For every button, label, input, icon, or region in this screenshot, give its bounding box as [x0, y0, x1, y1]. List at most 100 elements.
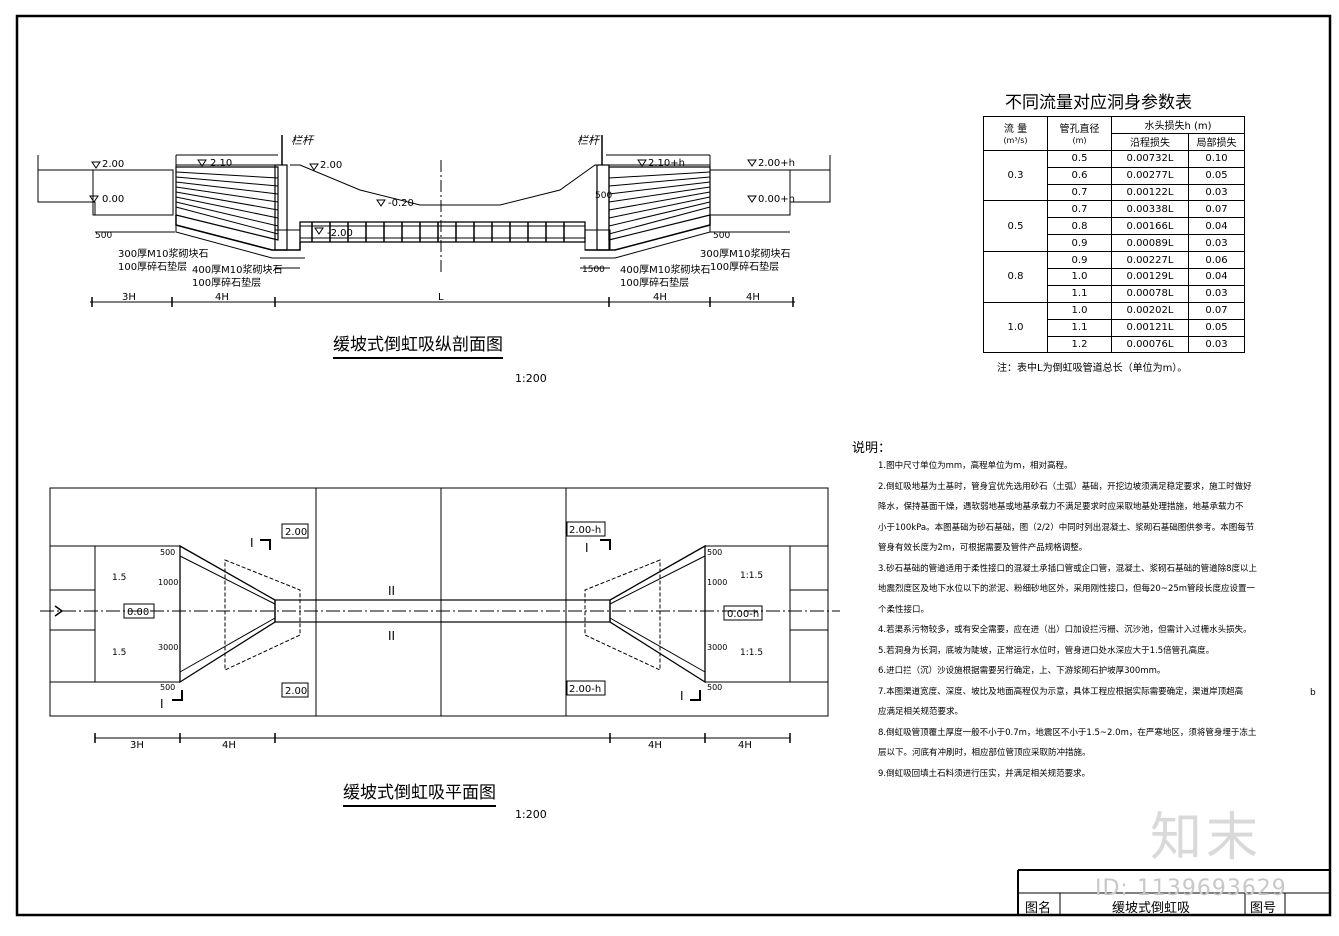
- section-i-bottom-left: I: [160, 697, 164, 711]
- table-title: 不同流量对应洞身参数表: [1005, 93, 1192, 113]
- plan-title: 缓坡式倒虹吸平面图: [343, 778, 496, 807]
- dim-500-left: 500: [95, 231, 112, 241]
- cell-flow: 0.8: [983, 251, 1048, 303]
- plan-elev-0-00: 0.00: [127, 607, 149, 618]
- note-line: 1.图中尺寸单位为mm，高程单位为m，相对高程。: [878, 461, 1073, 471]
- note-line: 5.若洞身为长洞，底坡为陡坡，正常运行水位时，管身进口处水深应大于1.5倍管孔高…: [878, 645, 1215, 656]
- note-line: 8.倒虹吸管顶覆土厚度一般不小于0.7m，地震区不小于1.5~2.0m，在严寒地…: [878, 727, 1257, 738]
- cell-flow: 0.5: [983, 200, 1048, 253]
- cell-local-loss: 0.07: [1188, 200, 1245, 219]
- notes-heading: 说明：: [852, 441, 892, 456]
- plan-scale: 1:200: [515, 808, 547, 821]
- dim-l-section: L: [438, 292, 444, 303]
- plan-dim-1-5-bottom: 1.5: [112, 648, 126, 658]
- note-line: 9.倒虹吸回填土石料须进行压实，并满足相关规范要求。: [878, 768, 1091, 779]
- plan-dim-3h: 3H: [130, 740, 144, 751]
- section-ii-bottom: II: [388, 629, 395, 643]
- longitudinal-section: [37, 135, 831, 307]
- plan-dim-1-1-5-top: 1:1.5: [740, 571, 763, 581]
- dim-500-mid: 500: [595, 191, 612, 201]
- cell-along-loss: 0.00078L: [1111, 284, 1189, 303]
- mat-300-left: 300厚M10浆砌块石: [118, 247, 208, 260]
- watermark-id: ID: 1139693629: [1095, 876, 1287, 901]
- cell-diameter: 0.7: [1047, 183, 1112, 202]
- note-line: 7.本图渠道宽度、深度、坡比及地面高程仅为示意，具体工程应根据实际需要确定，渠道…: [878, 686, 1244, 697]
- elev-2-10h: 2.10+h: [648, 158, 685, 169]
- cell-local-loss: 0.10: [1188, 149, 1245, 168]
- note-line: 小于100kPa。本图基础为砂石基础，图（2/2）中同时列出混凝土、浆砌石基础图…: [878, 522, 1255, 533]
- plan-elev-2-00h-top: 2.00-h: [569, 525, 601, 536]
- cell-diameter: 1.2: [1047, 335, 1112, 354]
- note-line: 层以下。河底有冲刷时，相应部位管顶应采取防冲措施。: [878, 748, 1091, 758]
- cell-diameter: 1.0: [1047, 301, 1112, 320]
- plan-dim-1-1-5-bottom: 1:1.5: [740, 648, 763, 658]
- section-text: 栏杆 栏杆 2.00 2.10 2.00 -0.20 -2.00 2.10+h …: [95, 134, 795, 303]
- title-block-name-label: 图名: [1025, 901, 1052, 916]
- header-diameter: 管孔直径(m): [1047, 116, 1112, 151]
- cell-local-loss: 0.04: [1188, 268, 1245, 286]
- note-line: 3.砂石基础的管道适用于柔性接口的混凝土承插口管或企口管，混凝土、浆砌石基础的管…: [878, 563, 1258, 574]
- plan-dim-500-tr: 500: [707, 548, 722, 557]
- notes-list: 1.图中尺寸单位为mm，高程单位为m，相对高程。 2.倒虹吸地基为土基时，管身宜优…: [878, 456, 1308, 784]
- cell-diameter: 1.1: [1047, 284, 1112, 303]
- cell-flow: 1.0: [983, 301, 1048, 354]
- cell-local-loss: 0.03: [1188, 183, 1245, 202]
- dim-4h-section-right: 4H: [653, 292, 667, 303]
- title-block-number-label: 图号: [1250, 901, 1277, 916]
- railing-left-label: 栏杆: [291, 134, 315, 147]
- railing-right-label: 栏杆: [577, 134, 601, 147]
- plan-elev-2-00-bottom: 2.00: [285, 686, 307, 697]
- side-mark: b: [1310, 688, 1316, 698]
- cell-along-loss: 0.00227L: [1111, 251, 1189, 270]
- mat-100-right: 100厚碎石垫层: [710, 260, 779, 273]
- title-block: [1017, 869, 1330, 915]
- note-line: 2.倒虹吸地基为土基时，管身宜优先选用砂石（土弧）基础，开挖边坡须满足稳定要求，…: [878, 481, 1252, 492]
- mat-100b-right: 100厚碎石垫层: [620, 276, 689, 289]
- plan-dim-3000-left: 3000: [158, 643, 178, 652]
- mat-100-left: 100厚碎石垫层: [118, 260, 187, 273]
- cell-along-loss: 0.00732L: [1111, 149, 1189, 168]
- section-i-top-right: I: [585, 541, 589, 555]
- header-along-loss: 沿程损失: [1111, 132, 1189, 151]
- dim-3h-section: 3H: [122, 292, 136, 303]
- plan-dim-500-tl: 500: [160, 548, 175, 557]
- note-line: 管身有效长度为2m，可根据需要及管件产品规格调整。: [878, 543, 1088, 553]
- cell-flow: 0.3: [983, 149, 1048, 202]
- elev-2-00h: 2.00+h: [758, 158, 795, 169]
- cell-local-loss: 0.03: [1188, 234, 1245, 253]
- section-ii-top: II: [388, 584, 395, 598]
- cell-diameter: 0.9: [1047, 251, 1112, 270]
- cell-diameter: 0.5: [1047, 149, 1112, 168]
- mat-400-left: 400厚M10浆砌块石: [192, 263, 282, 276]
- note-line: 应满足相关规范要求。: [878, 707, 964, 717]
- section-i-bottom-right: I: [680, 689, 684, 703]
- cell-along-loss: 0.00338L: [1111, 200, 1189, 219]
- mat-400-right: 400厚M10浆砌块石: [620, 263, 710, 276]
- cell-along-loss: 0.00089L: [1111, 234, 1189, 253]
- section-i-top-left: I: [250, 536, 254, 550]
- cell-local-loss: 0.05: [1188, 318, 1245, 337]
- plan-text: 2.00 2.00 0.00 2.00-h 2.00-h 0.00-h I I …: [112, 525, 763, 751]
- header-flow: 流 量(m³/s): [983, 116, 1048, 151]
- cell-local-loss: 0.05: [1188, 166, 1245, 185]
- dim-4h-section-left: 4H: [215, 292, 229, 303]
- section-title: 缓坡式倒虹吸纵剖面图: [333, 330, 503, 359]
- cell-along-loss: 0.00076L: [1111, 335, 1189, 354]
- note-line: 6.进口拦（沉）沙设施根据需要另行确定，上、下游浆砌石护坡厚300mm。: [878, 666, 1166, 676]
- frame-border: [15, 14, 1332, 917]
- cell-diameter: 0.9: [1047, 234, 1112, 253]
- elev-0-00-left: 0.00: [102, 194, 124, 205]
- section-scale: 1:200: [515, 372, 547, 385]
- note-line: 4.若渠系污物较多，或有安全需要，应在进（出）口加设拦污栅、沉沙池，但需计入过栅…: [878, 625, 1252, 635]
- note-line: 个柔性接口。: [878, 604, 930, 615]
- cell-along-loss: 0.00202L: [1111, 301, 1189, 320]
- cell-diameter: 1.0: [1047, 268, 1112, 286]
